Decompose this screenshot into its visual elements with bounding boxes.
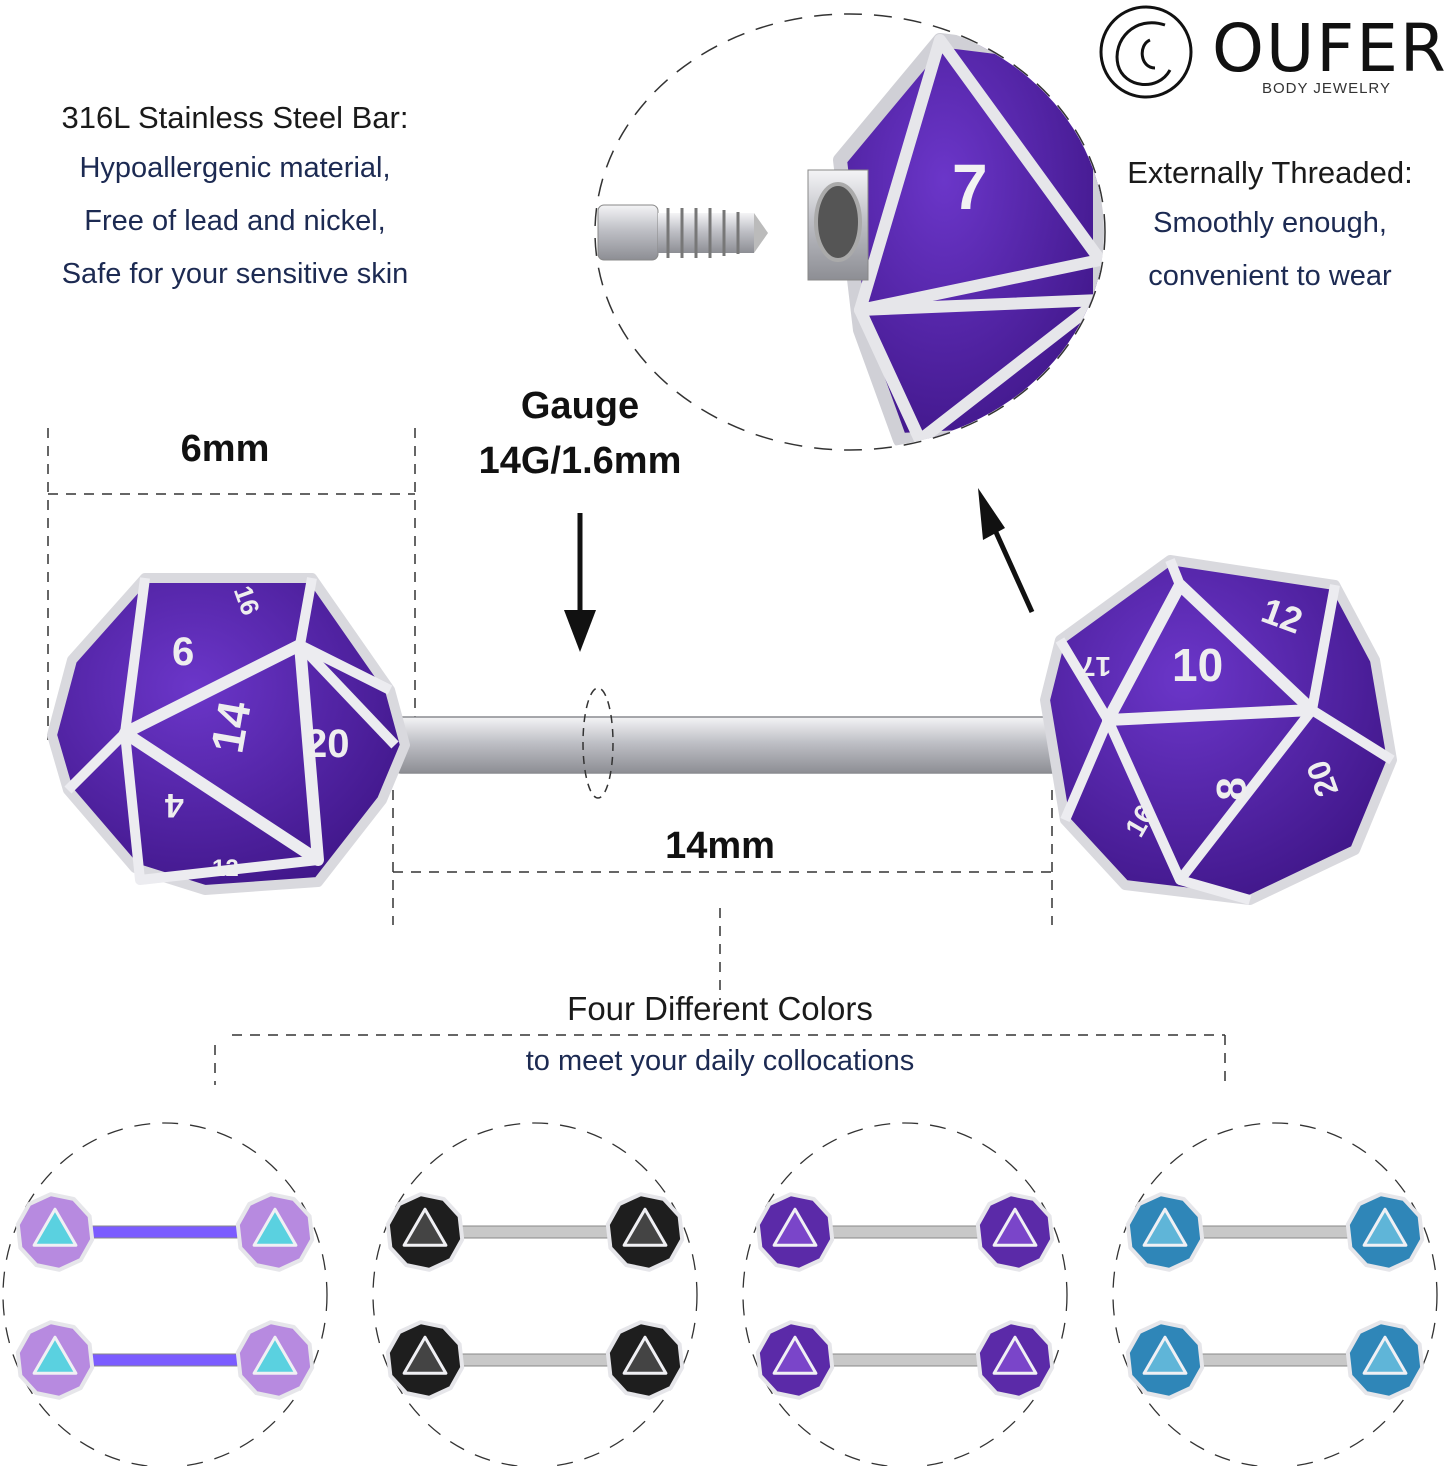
dice-number: 12 bbox=[212, 855, 239, 882]
dice-number: 8 bbox=[1207, 777, 1255, 801]
mini-bar bbox=[69, 1353, 261, 1367]
right-dice bbox=[1040, 555, 1397, 905]
material-heading: 316L Stainless Steel Bar: bbox=[61, 100, 409, 135]
bar-dimension-label: 14mm bbox=[665, 825, 775, 867]
threading-info: Externally Threaded: Smoothly enough, co… bbox=[1095, 155, 1445, 313]
mini-bar bbox=[439, 1225, 631, 1239]
variant-circle bbox=[372, 1122, 698, 1466]
dice-number: 7 bbox=[952, 151, 988, 223]
dice-number: 17 bbox=[1080, 651, 1112, 682]
threading-heading: Externally Threaded: bbox=[1127, 155, 1413, 190]
mini-dice-face bbox=[402, 1207, 448, 1247]
zoom-circle bbox=[594, 13, 1106, 451]
mini-dice-face bbox=[1142, 1335, 1188, 1375]
color-variant-purple bbox=[742, 1122, 1068, 1466]
thread-screw-icon bbox=[597, 204, 768, 261]
mini-dice-face bbox=[252, 1335, 298, 1375]
gauge-value: 14G/1.6mm bbox=[478, 440, 682, 482]
mini-dice-face bbox=[772, 1207, 818, 1247]
zoom-arrow-icon bbox=[978, 488, 1035, 614]
ball-dimension-lines bbox=[47, 428, 416, 740]
mini-bar bbox=[69, 1225, 261, 1239]
mini-dice-face bbox=[32, 1207, 78, 1247]
mini-dice-face bbox=[402, 1335, 448, 1375]
mini-dice-face bbox=[1362, 1335, 1408, 1375]
material-info: 316L Stainless Steel Bar: Hypoallergenic… bbox=[0, 100, 470, 311]
threading-line: convenient to wear bbox=[1148, 260, 1392, 292]
variant-circle bbox=[742, 1122, 1068, 1466]
color-variant-blue bbox=[1112, 1122, 1438, 1466]
dice-number: 14 bbox=[200, 697, 261, 757]
material-line: Free of lead and nickel, bbox=[84, 205, 386, 237]
mini-dice-face bbox=[992, 1335, 1038, 1375]
colors-bracket bbox=[214, 1034, 1226, 1085]
mini-dice-face bbox=[622, 1207, 668, 1247]
mini-bar bbox=[809, 1225, 1001, 1239]
brand-tagline: BODY JEWELRY bbox=[1262, 80, 1391, 97]
mini-bar bbox=[809, 1353, 1001, 1367]
threading-line: Smoothly enough, bbox=[1153, 207, 1387, 239]
dice-number: 10 bbox=[1172, 639, 1224, 691]
variant-circle bbox=[1112, 1122, 1438, 1466]
barbell-bar bbox=[394, 687, 1061, 799]
gauge-label: Gauge bbox=[520, 385, 640, 427]
mini-bar bbox=[1179, 1225, 1371, 1239]
dice-number: 4 bbox=[165, 786, 184, 824]
colors-title: Four Different Colors bbox=[567, 990, 873, 1027]
mini-dice-face bbox=[992, 1207, 1038, 1247]
mini-bar bbox=[1179, 1353, 1371, 1367]
mini-dice-face bbox=[622, 1335, 668, 1375]
mini-bar bbox=[439, 1353, 631, 1367]
dice-number: 20 bbox=[305, 722, 350, 766]
mini-dice-face bbox=[1142, 1207, 1188, 1247]
mini-dice-face bbox=[32, 1335, 78, 1375]
left-dice bbox=[47, 573, 410, 895]
material-line: Hypoallergenic material, bbox=[79, 152, 391, 184]
mini-dice-face bbox=[772, 1335, 818, 1375]
color-variant-rainbow bbox=[2, 1122, 328, 1466]
variant-circle bbox=[2, 1122, 328, 1466]
colors-subtitle: to meet your daily collocations bbox=[525, 1045, 915, 1077]
ball-dimension-label: 6mm bbox=[180, 428, 270, 470]
brand-name: OUFER bbox=[1212, 10, 1445, 87]
bar-dimension-lines bbox=[392, 790, 1053, 1000]
color-variants bbox=[2, 1122, 1438, 1466]
mini-dice-face bbox=[1362, 1207, 1408, 1247]
gauge-arrow-icon bbox=[564, 513, 596, 652]
color-variant-black bbox=[372, 1122, 698, 1466]
material-line: Safe for your sensitive skin bbox=[61, 258, 409, 290]
zoomed-dice-icon bbox=[807, 33, 1104, 447]
brand-logo-icon bbox=[1099, 5, 1193, 99]
mini-dice-face bbox=[252, 1207, 298, 1247]
dice-number: 6 bbox=[172, 630, 195, 674]
